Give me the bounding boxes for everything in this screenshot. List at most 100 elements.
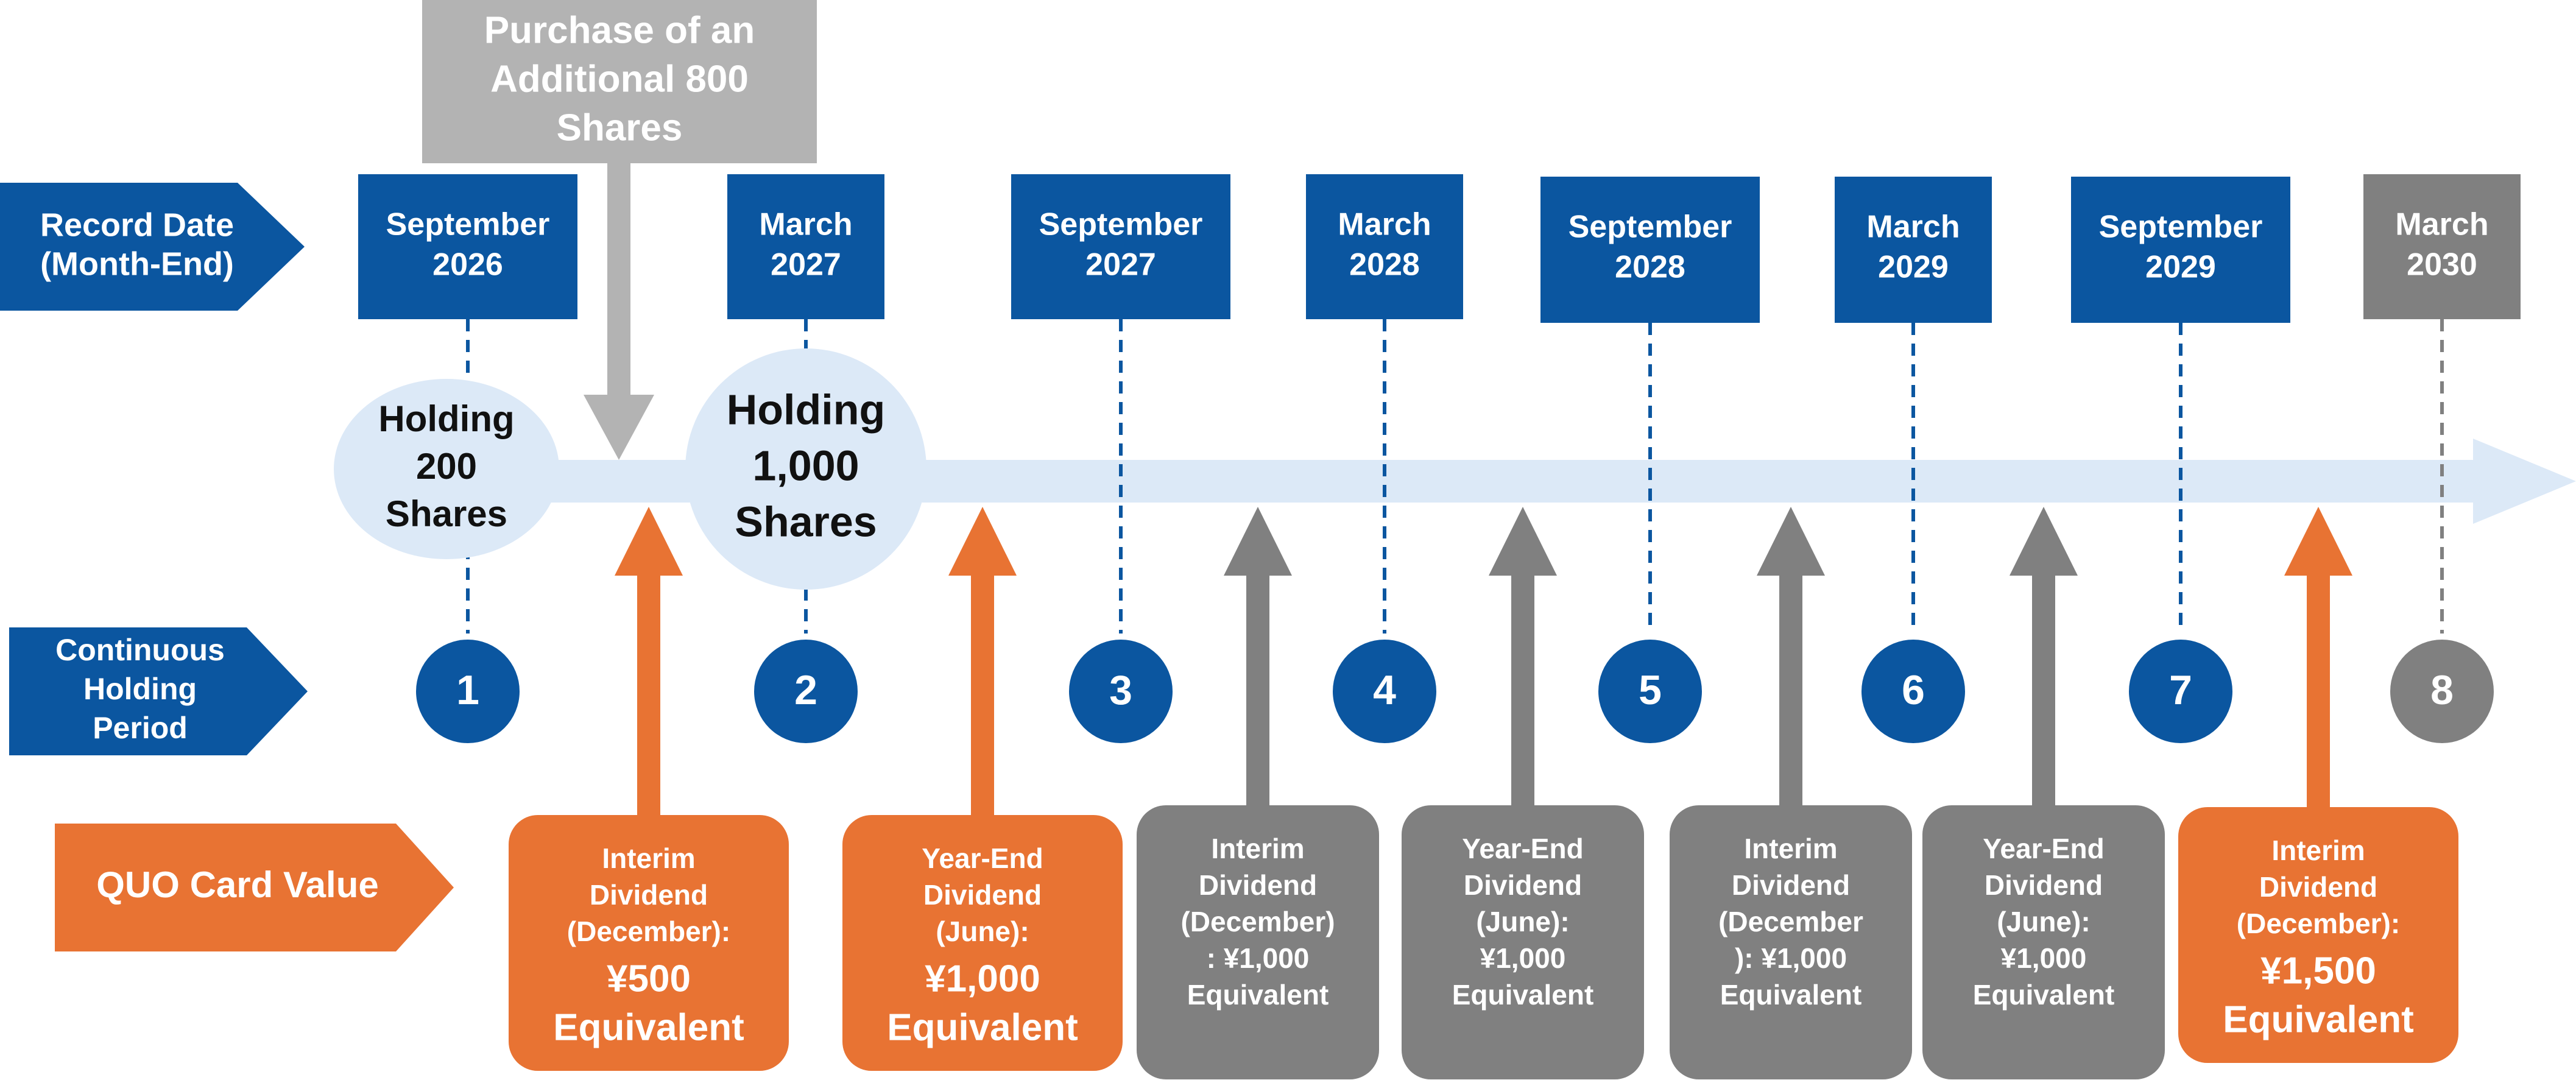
dividend-box: [509, 815, 789, 1071]
dividend-text: Equivalent: [1720, 979, 1862, 1011]
dividend-text: Dividend: [1985, 869, 2103, 901]
record-date-month: September: [1039, 207, 1203, 242]
dividend-box: [1402, 805, 1644, 1079]
purchase-arrow-shaft: [607, 163, 630, 395]
period-circle: [1598, 640, 1702, 743]
dividend-text: (December: [1718, 906, 1863, 937]
dividend-value: ¥1,000: [925, 958, 1040, 1000]
dividend-box: [842, 815, 1123, 1071]
dividend-arrow-shaft: [2032, 575, 2055, 806]
record-date-box: [727, 174, 884, 319]
dividend-arrow-shaft: [637, 575, 660, 816]
purchase-text: Shares: [557, 107, 683, 149]
quo-card-value-label-text: QUO Card Value: [96, 864, 378, 905]
dividend-value: ¥1,500: [2260, 950, 2376, 992]
dividend-arrow-head: [948, 507, 1017, 576]
dividend-text: Year-End: [922, 842, 1043, 874]
record-date-box: [1835, 177, 1992, 323]
holding-200-bubble: [334, 379, 559, 559]
dividend-text: : ¥1,000: [1207, 942, 1310, 974]
record-date-year: 2027: [771, 247, 841, 283]
period-number: 7: [2169, 667, 2192, 713]
record-date-label: [0, 183, 305, 311]
dividend-arrow-head: [1489, 507, 1557, 576]
dividend-value: Equivalent: [887, 1006, 1078, 1048]
dividend-arrow-shaft: [2307, 575, 2330, 808]
holding-1000-bubble: [685, 348, 926, 590]
dividend-arrow-head: [2010, 507, 2078, 576]
record-date-year: 2028: [1349, 247, 1420, 283]
dividend-text: (June):: [936, 916, 1029, 947]
dividend-text: Interim: [1744, 833, 1837, 864]
holding-text: Shares: [735, 498, 877, 545]
record-date-label-text: (Month-End): [40, 245, 234, 282]
dividend-text: (June):: [1476, 906, 1569, 937]
dividend-arrow-head: [1757, 507, 1825, 576]
dividend-text: Interim: [1211, 833, 1304, 864]
period-circle: [1861, 640, 1965, 743]
dividend-text: ¥1,000: [2001, 942, 2087, 974]
dividend-text: Equivalent: [1973, 979, 2115, 1011]
dividend-text: Dividend: [2259, 871, 2377, 903]
period-circle: [2390, 640, 2494, 743]
quo-card-value-label: [55, 824, 454, 951]
purchase-text: Additional 800: [490, 58, 749, 100]
dividend-text: Interim: [2271, 835, 2365, 866]
holding-text: Shares: [386, 493, 507, 534]
dividend-text: Dividend: [1199, 869, 1317, 901]
holding-text: 1,000: [752, 442, 859, 489]
dividend-arrow-head: [1224, 507, 1292, 576]
period-number: 8: [2430, 667, 2454, 713]
dividend-text: Interim: [602, 842, 695, 874]
record-date-month: March: [1338, 207, 1431, 242]
dividend-box: [2178, 807, 2458, 1063]
record-date-box: [1306, 174, 1463, 319]
record-date-box: [358, 174, 577, 319]
record-date-box: [1540, 177, 1760, 323]
dividend-arrow-head: [2284, 507, 2352, 576]
record-date-box: [2071, 177, 2290, 323]
dividend-value: ¥500: [607, 958, 691, 1000]
dividend-arrow-shaft: [971, 575, 994, 816]
period-number: 4: [1373, 667, 1396, 713]
dividend-text: Dividend: [1732, 869, 1850, 901]
record-date-year: 2028: [1615, 250, 1685, 285]
dividend-text: (December):: [567, 916, 730, 947]
period-circle: [1069, 640, 1173, 743]
period-number: 5: [1639, 667, 1662, 713]
dividend-text: Year-End: [1462, 833, 1583, 864]
period-number: 1: [456, 667, 479, 713]
continuous-holding-label-text: Period: [93, 711, 188, 745]
purchase-box: [422, 0, 817, 163]
dividend-arrow-shaft: [1511, 575, 1534, 806]
record-date-month: March: [759, 207, 852, 242]
period-circle: [754, 640, 858, 743]
dividend-text: Dividend: [590, 879, 708, 911]
record-date-month: September: [386, 207, 550, 242]
period-number: 6: [1902, 667, 1925, 713]
dividend-text: (June):: [1997, 906, 2090, 937]
dividend-text: Dividend: [923, 879, 1042, 911]
dividend-text: (December): [1180, 906, 1335, 937]
dividend-text: (December):: [2237, 908, 2400, 939]
dividend-value: Equivalent: [2223, 998, 2414, 1040]
record-date-year: 2026: [432, 247, 503, 283]
dividend-text: Equivalent: [1452, 979, 1594, 1011]
holding-text: Holding: [727, 386, 885, 433]
dividend-text: ): ¥1,000: [1735, 942, 1847, 974]
timeline-arrow: [390, 439, 2576, 524]
record-date-year: 2029: [1878, 250, 1949, 285]
record-date-month: September: [2099, 210, 2263, 245]
purchase-arrow-head: [584, 395, 654, 460]
purchase-text: Purchase of an: [484, 9, 755, 51]
record-date-box: [2363, 174, 2521, 319]
record-date-year: 2030: [2407, 247, 2477, 283]
dividend-arrow-head: [615, 507, 683, 576]
record-date-year: 2027: [1085, 247, 1156, 283]
record-date-box: [1011, 174, 1230, 319]
record-date-month: March: [1866, 210, 1960, 245]
period-circle: [416, 640, 520, 743]
holding-text: Holding: [378, 398, 514, 439]
period-circle: [2129, 640, 2232, 743]
